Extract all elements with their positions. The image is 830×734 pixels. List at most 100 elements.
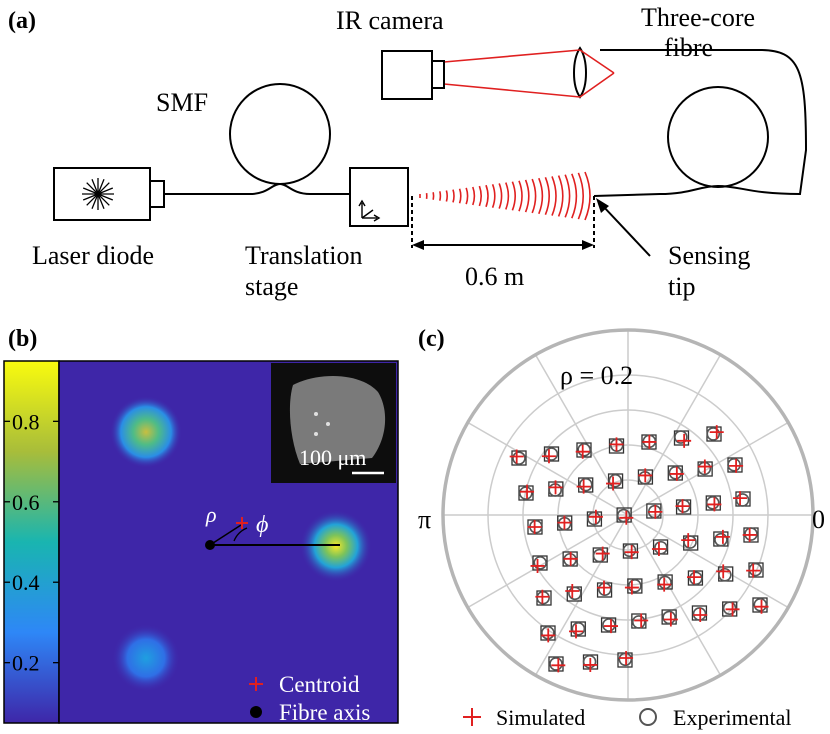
simulated-point: [642, 434, 657, 449]
polar-spoke: [627, 421, 789, 516]
experimental-point: [753, 597, 768, 612]
rho-label: ρ = 0.2: [560, 361, 633, 390]
simulated-point: [604, 619, 619, 634]
beam-wavefront: [452, 189, 455, 203]
simulated-point: [563, 551, 578, 566]
label-laser-diode: Laser diode: [32, 241, 154, 270]
experimental-point: [706, 427, 721, 441]
sensing-tip-arrow: [601, 204, 651, 257]
label-sensing-1: Sensing: [668, 241, 750, 270]
beam-wavefront: [564, 174, 571, 218]
beam-wavefront: [445, 190, 448, 202]
experimental-point: [579, 477, 593, 492]
panel-b-tag: (b): [8, 326, 37, 352]
beam-wavefront: [584, 171, 591, 221]
label-translation-2: stage: [245, 272, 298, 301]
legend-simulated-icon: [463, 708, 481, 726]
simulated-point: [595, 546, 610, 561]
phi-symbol: ϕ: [256, 512, 268, 538]
beam-wavefront: [511, 181, 516, 211]
experimental-point: [689, 571, 703, 586]
experimental-point: [571, 622, 586, 636]
axes-icon: [358, 199, 381, 222]
laser-diode-port: [149, 180, 165, 208]
experimental-point: [705, 495, 720, 510]
three-core-fibre: [593, 49, 808, 197]
simulated-point: [551, 658, 566, 673]
simulated-point: [742, 527, 757, 542]
legend-experimental-icon: [639, 708, 657, 726]
simulated-point: [520, 484, 535, 499]
measurement-square: [576, 442, 592, 458]
simulated-point: [619, 651, 634, 666]
arrowhead-left-icon: [412, 240, 424, 250]
angle-zero-label: 0: [812, 505, 825, 534]
simulated-point: [619, 510, 634, 525]
simulated-point: [729, 458, 744, 473]
beam-wavefront: [551, 176, 557, 216]
experimental-point: [533, 556, 547, 570]
panel-c-tag: (c): [418, 326, 445, 352]
angle-pi-label: π: [418, 505, 431, 534]
experimental-point: [668, 466, 683, 480]
simulated-point: [557, 515, 572, 530]
experimental-point: [735, 493, 750, 507]
experimental-point: [662, 610, 676, 625]
experimental-point: [592, 548, 607, 563]
beam-wavefront: [524, 179, 530, 213]
simulated-point: [596, 580, 611, 595]
experimental-point: [608, 473, 623, 488]
simulated-point: [733, 491, 748, 506]
simulated-point: [530, 558, 545, 573]
imaging-rays: [443, 49, 615, 98]
beam-wavefront: [439, 191, 442, 201]
experimental-point: [602, 618, 616, 632]
polar-outer-ring: [441, 328, 815, 702]
panel-a-tag: (a): [8, 8, 36, 34]
beam-wavefront: [478, 185, 482, 207]
experimental-point: [544, 447, 559, 461]
simulated-point: [693, 607, 708, 622]
core-dot-1: [314, 412, 318, 416]
beam-wavefront: [544, 176, 550, 216]
colorbar-tick-label: 0.8: [12, 409, 40, 434]
experimental-point: [549, 657, 563, 671]
panel-b: (b) 0.80.60.40.2 100 μm ρ ϕ: [3, 326, 399, 725]
experimental-point: [674, 430, 688, 444]
measurement-square: [532, 555, 548, 571]
beam-wavefront: [505, 182, 510, 210]
beam-wavefront: [465, 187, 469, 205]
simulated-point: [638, 468, 653, 483]
legend-simulated-label: Simulated: [496, 705, 585, 730]
experimental-point: [722, 601, 737, 615]
ir-camera-lens: [431, 60, 445, 89]
experimental-point: [616, 508, 631, 523]
core-spot-3: [112, 624, 180, 692]
experimental-point: [714, 532, 728, 547]
fibre-facet: [289, 375, 386, 464]
measurement-square: [518, 485, 534, 501]
experimental-point: [683, 535, 697, 549]
simulated-point: [669, 466, 684, 481]
label-three-core-1: Three-core: [641, 3, 755, 32]
measurement-square: [627, 578, 643, 594]
colorbar-ticks: 0.80.60.40.2: [4, 409, 59, 676]
experimental-point: [587, 511, 601, 526]
simulated-point: [681, 533, 696, 548]
arrowhead-right-icon: [582, 240, 594, 250]
polar-spoke: [627, 514, 789, 609]
panel-c: (c) ρ = 0.2 π 0 Simulated Experimental: [418, 326, 825, 730]
free-space-beam: [419, 171, 591, 221]
legend-centroid-label: Centroid: [279, 672, 360, 697]
simulated-point: [624, 580, 639, 595]
simulated-point: [509, 449, 524, 464]
beam-wavefront: [458, 188, 462, 204]
beam-wavefront: [571, 173, 578, 219]
smf-coil: [229, 83, 331, 185]
simulated-point: [527, 519, 542, 534]
simulated-point: [725, 602, 740, 617]
simulated-point: [663, 612, 678, 627]
simulated-point: [569, 624, 584, 639]
rho-symbol: ρ: [205, 502, 217, 527]
